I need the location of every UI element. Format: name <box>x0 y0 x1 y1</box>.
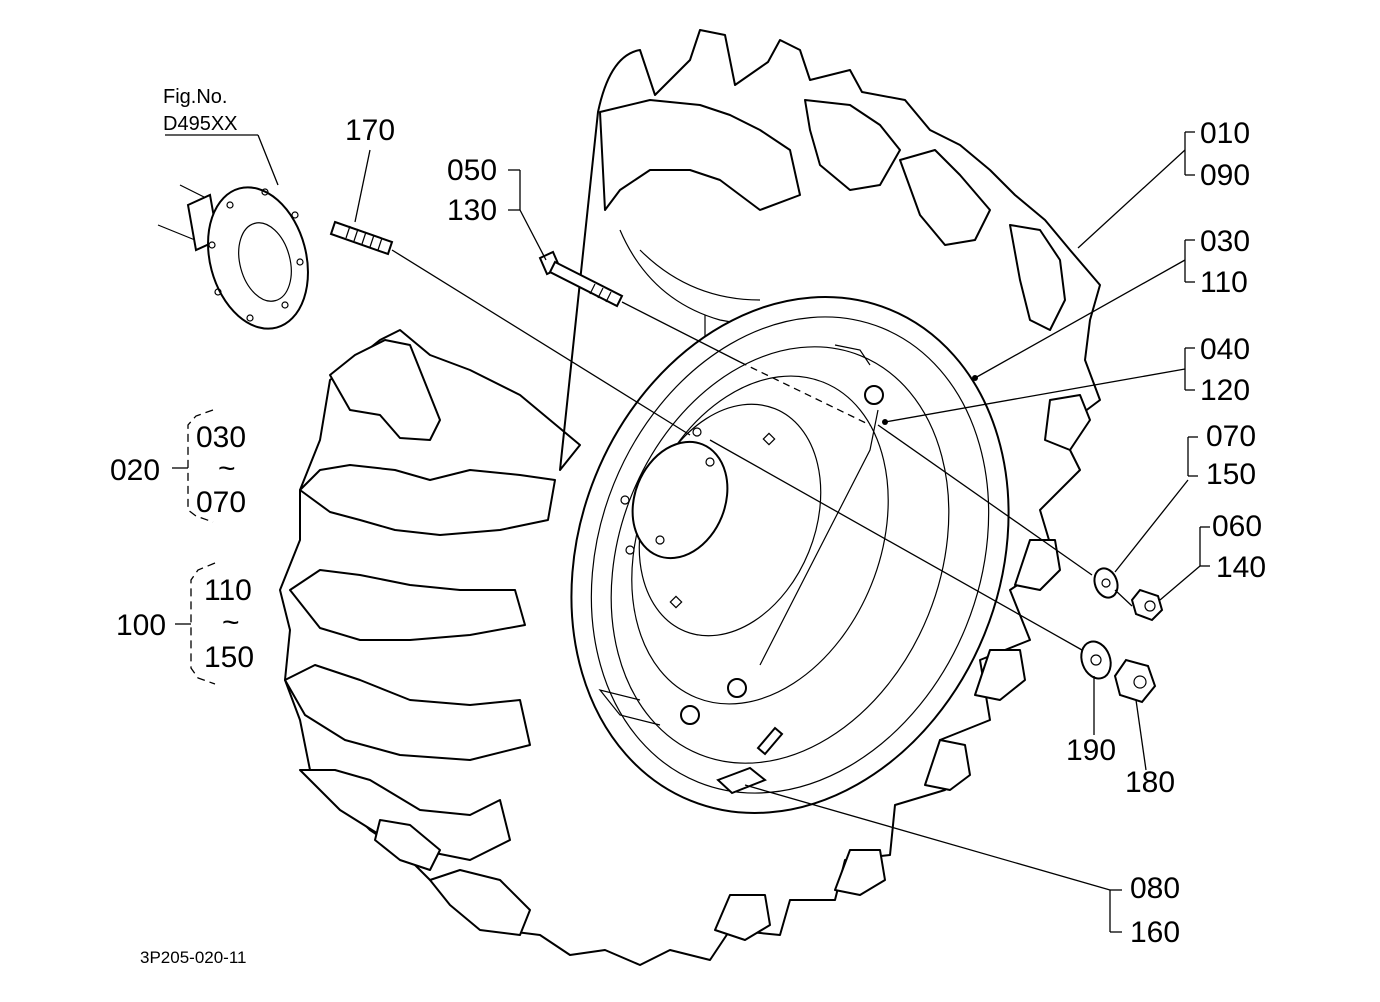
washer-190 <box>1080 640 1112 680</box>
callout-140: 140 <box>1216 551 1266 584</box>
callout-030: 030 <box>1200 225 1250 258</box>
callout-190: 190 <box>1066 734 1116 767</box>
group-100-tilde: ~ <box>222 606 240 639</box>
stud-170 <box>329 220 394 256</box>
group-100-from: 110 <box>204 574 252 607</box>
callout-050: 050 <box>447 154 497 187</box>
hub-flange <box>157 184 309 330</box>
callout-040: 040 <box>1200 333 1250 366</box>
group-100-to: 150 <box>204 641 254 674</box>
drawing-number: 3P205-020-11 <box>140 948 247 967</box>
callout-180: 180 <box>1125 766 1175 799</box>
group-100-label: 100 <box>116 609 166 642</box>
fig-ref-code: D495XX <box>163 113 238 135</box>
callout-090: 090 <box>1200 159 1250 192</box>
group-020-label: 020 <box>110 454 160 487</box>
group-020-to: 070 <box>196 486 246 519</box>
group-020-from: 030 <box>196 421 246 454</box>
callout-130: 130 <box>447 194 497 227</box>
nut-180 <box>1113 658 1157 704</box>
callout-070: 070 <box>1206 420 1256 453</box>
callout-150: 150 <box>1206 458 1256 491</box>
callout-110: 110 <box>1200 266 1248 299</box>
callout-170: 170 <box>345 114 395 147</box>
nut-060 <box>1130 588 1164 622</box>
labels: Fig.No. D495XX 170 050 130 010 090 030 1… <box>110 86 1266 967</box>
wheel-disc <box>570 296 1010 814</box>
fig-ref-caption: Fig.No. <box>163 86 227 108</box>
group-020-tilde: ~ <box>218 452 236 485</box>
callout-120: 120 <box>1200 374 1250 407</box>
leader-lines <box>165 131 1210 933</box>
callout-060: 060 <box>1212 510 1262 543</box>
callout-080: 080 <box>1130 872 1180 905</box>
washer-070 <box>1093 567 1119 599</box>
callout-160: 160 <box>1130 916 1180 949</box>
callout-010: 010 <box>1200 117 1250 150</box>
